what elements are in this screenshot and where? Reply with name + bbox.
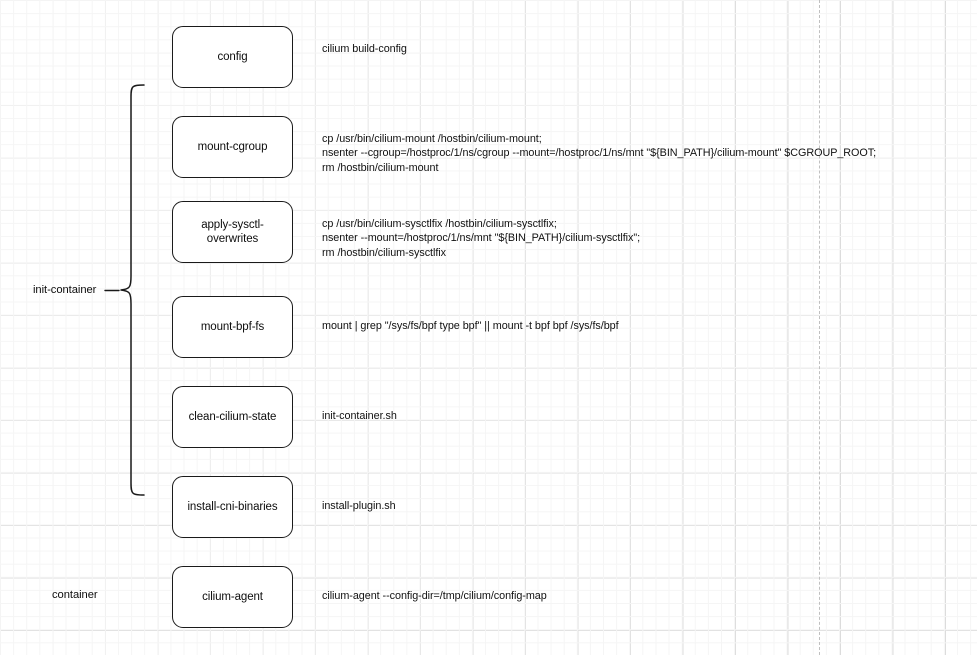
command-install-cni-binaries: install-plugin.sh <box>322 500 396 512</box>
node-mount-cgroup[interactable]: mount-cgroup <box>172 116 293 178</box>
node-apply-sysctl-overwrites[interactable]: apply-sysctl- overwrites <box>172 201 293 263</box>
init-container-brace <box>120 84 145 496</box>
command-config: cilium build-config <box>322 43 407 55</box>
page-break-guide <box>819 0 820 655</box>
group-label-init-container: init-container <box>33 284 97 296</box>
command-mount-cgroup: cp /usr/bin/cilium-mount /hostbin/cilium… <box>322 133 877 174</box>
node-cilium-agent[interactable]: cilium-agent <box>172 566 293 628</box>
group-label-container: container <box>52 589 98 601</box>
node-mount-bpf-fs[interactable]: mount-bpf-fs <box>172 296 293 358</box>
command-clean-cilium-state: init-container.sh <box>322 410 397 422</box>
node-clean-cilium-state[interactable]: clean-cilium-state <box>172 386 293 448</box>
node-install-cni-binaries[interactable]: install-cni-binaries <box>172 476 293 538</box>
command-cilium-agent: cilium-agent --config-dir=/tmp/cilium/co… <box>322 590 547 602</box>
init-container-brace-stub <box>104 289 120 292</box>
node-config[interactable]: config <box>172 26 293 88</box>
command-apply-sysctl-overwrites: cp /usr/bin/cilium-sysctlfix /hostbin/ci… <box>322 218 641 259</box>
command-mount-bpf-fs: mount | grep "/sys/fs/bpf type bpf" || m… <box>322 320 619 332</box>
